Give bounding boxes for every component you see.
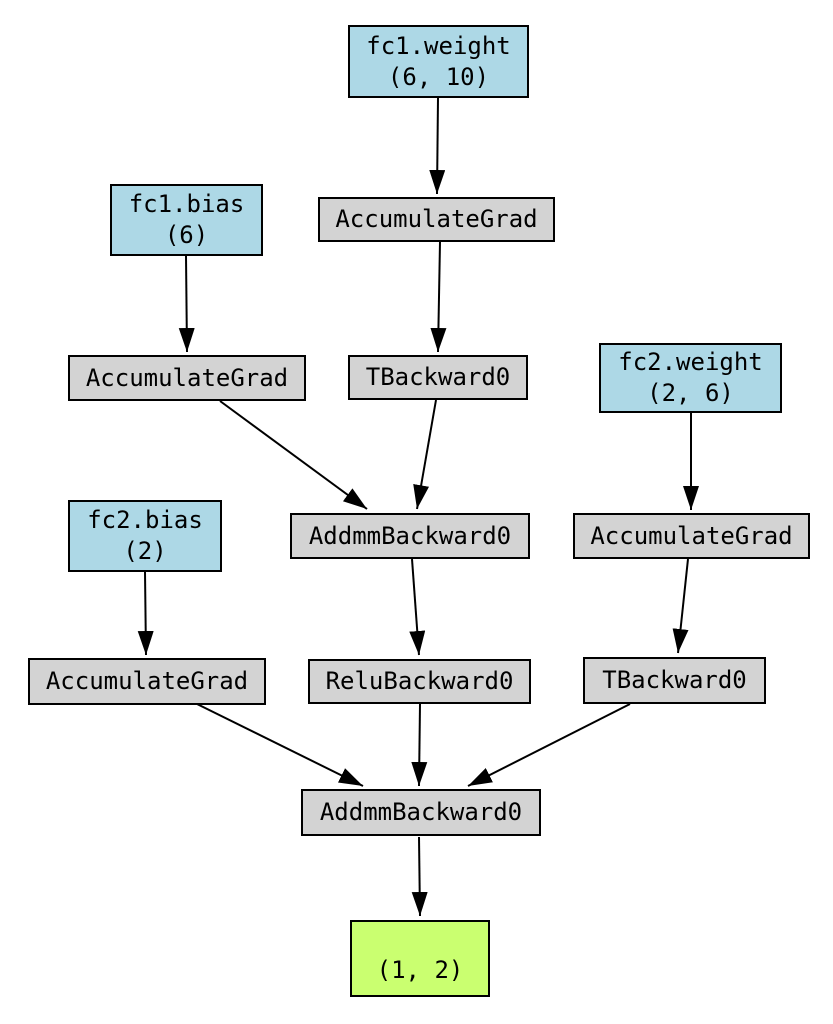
edge-addmm-output-to-result [411,836,428,917]
edge-fc1-weight-to-accgrad [429,97,446,195]
node-tbackward-fc2: TBackward0 [583,657,766,704]
edge-fc1-bias-to-accgrad [178,255,195,353]
edge-tbackward-fc1-to-addmm-hidden [413,399,437,510]
edge-accgrad-fc2w-to-tbackward-fc2 [672,558,689,654]
node-addmmbackward-hidden: AddmmBackward0 [290,513,530,559]
node-fc1-bias: fc1.bias (6) [110,184,263,256]
edge-accgrad-fc2b-to-addmm-output [194,702,364,787]
edge-accgrad-to-tbackward-fc1 [430,241,447,353]
node-label: AccumulateGrad [45,667,249,695]
node-label: AddmmBackward0 [319,798,523,826]
node-accumulategrad-fc1-weight: AccumulateGrad [318,197,555,242]
node-label: ReluBackward0 [325,667,514,695]
edge-fc2-bias-to-accgrad [137,571,154,656]
node-label: fc2.weight (2, 6) [618,348,763,407]
node-label: fc1.bias (6) [128,190,245,249]
edge-accgrad-fc1b-to-addmm-hidden [219,400,368,510]
node-fc1-weight: fc1.weight (6, 10) [348,25,529,98]
node-label: AccumulateGrad [590,521,793,550]
edge-tbackward-fc2-to-addmm-output [467,703,631,787]
node-label: AddmmBackward0 [308,521,512,550]
edge-relu-to-addmm-output [411,703,428,787]
node-accumulategrad-fc1-bias: AccumulateGrad [68,355,306,401]
edge-addmm-hidden-to-relu [409,558,426,656]
node-label: fc2.bias (2) [87,506,203,565]
node-label: AccumulateGrad [335,205,538,233]
node-accumulategrad-fc2-weight: AccumulateGrad [573,513,810,559]
node-label: AccumulateGrad [85,363,289,392]
node-fc2-bias: fc2.bias (2) [68,500,222,572]
node-label: TBackward0 [602,666,747,694]
node-tbackward-fc1: TBackward0 [348,355,528,400]
node-output-tensor: (1, 2) [350,920,490,997]
node-label: TBackward0 [365,363,511,391]
node-accumulategrad-fc2-bias: AccumulateGrad [28,658,266,705]
node-relubackward: ReluBackward0 [308,659,531,704]
node-label: (1, 2) [376,956,464,984]
node-label: fc1.weight (6, 10) [366,31,511,91]
node-addmmbackward-output: AddmmBackward0 [301,789,541,836]
node-fc2-weight: fc2.weight (2, 6) [599,343,782,413]
